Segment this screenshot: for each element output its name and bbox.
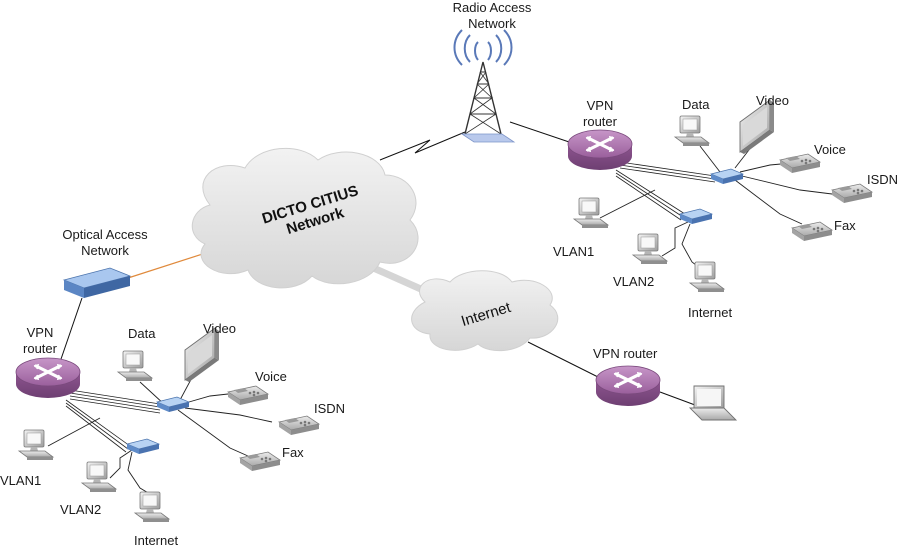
right-voice-label: Voice (814, 142, 846, 157)
left-router-line1: VPN (26, 325, 54, 340)
right-site (566, 99, 873, 293)
left-isdn-phone-icon (278, 415, 320, 436)
optical-access-line1: Optical Access (62, 227, 148, 242)
right-data-pc-icon (674, 115, 710, 147)
left-isdn-label: ISDN (314, 401, 346, 416)
left-main-switch-icon (156, 396, 190, 413)
right-internet-label: Internet (688, 305, 733, 320)
radio-access-line1: Radio Access (452, 0, 532, 15)
left-internet-label: Internet (134, 533, 179, 548)
optical-access-line2: Network (81, 243, 129, 258)
right-vlan2-pc-icon (632, 233, 668, 265)
left-vlan1-pc-icon (18, 429, 54, 461)
radio-access-label: Radio Access Network (432, 0, 552, 32)
core-network-cloud (191, 147, 419, 289)
left-video-label: Video (203, 321, 237, 336)
left-fax-label: Fax (282, 445, 304, 460)
remote-site (594, 364, 737, 421)
right-router-line1: VPN (586, 98, 614, 113)
right-data-label: Data (682, 97, 710, 112)
radio-access-line2: Network (468, 16, 516, 31)
right-fax-label: Fax (834, 218, 856, 233)
remote-router-label: VPN router (593, 346, 658, 361)
left-vlan-switch-icon (126, 438, 160, 455)
right-vpn-router-icon (566, 128, 634, 172)
radio-tower-icon (453, 29, 516, 143)
right-router-line2: router (583, 114, 617, 129)
left-router-line2: router (23, 341, 57, 356)
internet-cloud (411, 270, 559, 352)
left-voice-label: Voice (255, 369, 287, 384)
left-vlan2-label: VLAN2 (60, 502, 102, 517)
left-data-pc-icon (117, 350, 153, 382)
right-internet-pc-icon (689, 261, 725, 293)
left-internet-pc-icon (134, 491, 170, 523)
optical-access-label: Optical Access Network (52, 227, 158, 259)
left-voice-phone-icon (227, 385, 269, 406)
right-main-switch-icon (710, 168, 744, 185)
left-data-label: Data (128, 326, 156, 341)
left-site (14, 327, 320, 523)
right-video-label: Video (756, 93, 790, 108)
left-vlan1-label: VLAN1 (0, 473, 42, 488)
right-fax-icon (791, 221, 833, 242)
remote-vpn-router-icon (594, 364, 662, 408)
right-isdn-label: ISDN (867, 172, 899, 187)
remote-laptop-icon (689, 385, 737, 421)
right-vlan-switch-icon (679, 208, 713, 225)
right-vlan1-label: VLAN1 (553, 244, 595, 259)
right-isdn-phone-icon (831, 183, 873, 204)
left-vpn-router-icon (14, 356, 82, 400)
optical-access-device (62, 267, 132, 298)
right-router-label: VPN router (574, 98, 626, 130)
right-vlan1-pc-icon (573, 197, 609, 229)
right-vlan2-label: VLAN2 (613, 274, 655, 289)
left-router-label: VPN router (14, 325, 66, 357)
